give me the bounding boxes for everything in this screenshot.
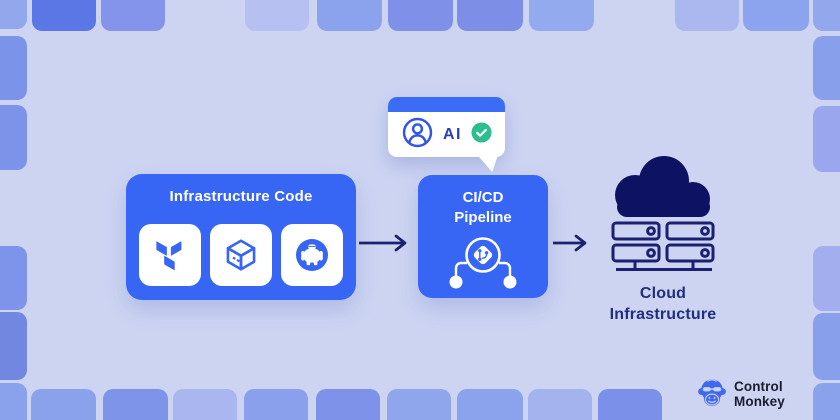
cloud-infrastructure-label: Cloud Infrastructure <box>609 285 717 323</box>
server-rack-icon <box>611 221 715 271</box>
controlmonkey-logo: Control Monkey <box>697 376 785 414</box>
mosaic-tile <box>173 389 237 420</box>
mosaic-tile <box>0 312 27 380</box>
mosaic-tile <box>0 246 27 310</box>
mosaic-tile <box>457 389 523 420</box>
iac-package-cube-icon <box>210 224 272 286</box>
mosaic-tile <box>598 389 662 420</box>
infrastructure-code-box: Infrastructure Code <box>126 174 356 300</box>
mosaic-tile <box>245 0 309 31</box>
mosaic-tile <box>32 0 96 31</box>
ai-card-body: AI <box>388 112 505 157</box>
mosaic-tile <box>0 383 27 420</box>
mosaic-tile <box>103 389 168 420</box>
ai-card-header <box>388 97 505 112</box>
cicd-pipeline-title: CI/CD Pipeline <box>454 189 512 227</box>
cicd-pipeline-box: CI/CD Pipeline <box>418 175 548 298</box>
mosaic-tile <box>528 389 592 420</box>
mosaic-tile <box>813 313 840 380</box>
terraform-icon <box>139 224 201 286</box>
mosaic-tile <box>813 246 840 311</box>
controlmonkey-monkey-icon <box>697 376 727 414</box>
ai-card: AI <box>388 97 505 157</box>
mosaic-tile <box>316 389 380 420</box>
ai-card-tail <box>477 155 498 172</box>
mosaic-tile <box>387 389 451 420</box>
ai-user-avatar-icon <box>401 116 434 154</box>
arrow-cicd-to-cloud <box>553 234 587 252</box>
ai-label: AI <box>443 125 462 143</box>
mosaic-tile <box>31 389 96 420</box>
cloud-icon <box>615 156 710 217</box>
mosaic-tile <box>813 0 840 31</box>
iac-tools-row <box>126 224 356 286</box>
mosaic-tile <box>388 0 453 31</box>
mosaic-tile <box>457 0 523 31</box>
mosaic-tile <box>244 389 308 420</box>
mosaic-tile <box>101 0 165 31</box>
controlmonkey-wordmark: Control Monkey <box>734 379 785 409</box>
mosaic-tile <box>0 0 27 29</box>
mosaic-tile <box>0 105 27 170</box>
terragrunt-gorilla-icon <box>281 224 343 286</box>
mosaic-tile <box>813 383 840 420</box>
verified-check-icon <box>471 121 492 148</box>
infrastructure-code-title: Infrastructure Code <box>169 188 313 205</box>
mosaic-tile <box>529 0 594 31</box>
mosaic-tile <box>743 0 809 31</box>
mosaic-tile <box>317 0 382 31</box>
mosaic-tile <box>813 106 840 172</box>
mosaic-tile <box>0 36 27 100</box>
mosaic-tile <box>675 0 739 31</box>
mosaic-tile <box>813 36 840 100</box>
git-pipeline-icon <box>449 236 517 288</box>
arrow-infra-to-cicd <box>359 234 407 252</box>
